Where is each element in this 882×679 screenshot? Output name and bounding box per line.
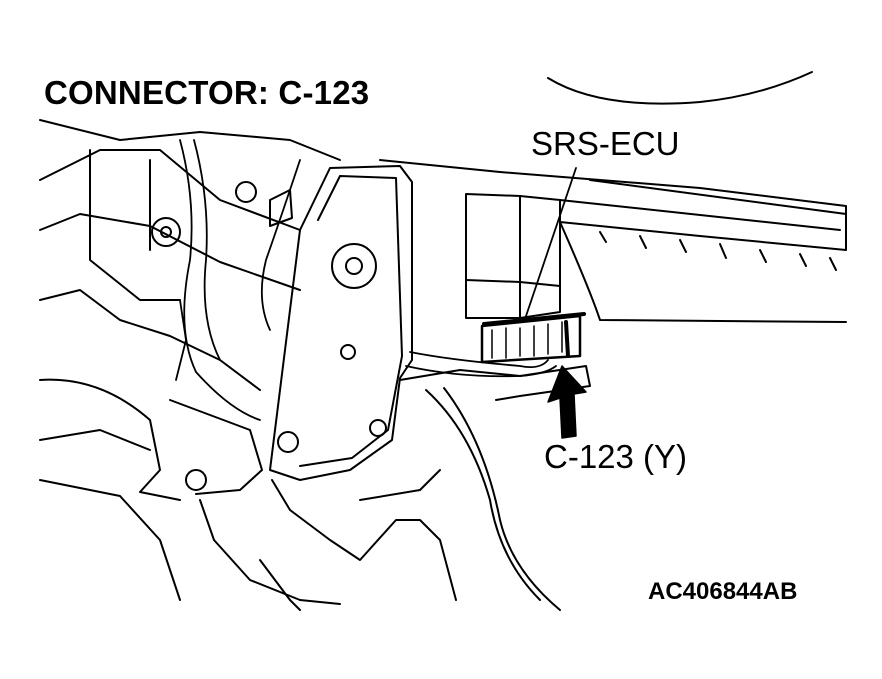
figure-code: AC406844AB: [648, 578, 798, 605]
dash-panel: [379, 159, 847, 323]
srs-ecu-label: SRS-ECU: [531, 125, 680, 162]
srs-ecu-unit: [465, 193, 561, 319]
dashboard-edge: [547, 71, 813, 105]
pointer-arrow-icon: [547, 365, 587, 439]
connector-label: C-123 (Y): [544, 438, 688, 475]
wiring-harness: [175, 139, 557, 421]
left-structure: [39, 119, 341, 501]
connector-c-123: [480, 312, 586, 364]
connector-title: CONNECTOR: C-123: [44, 74, 370, 111]
center-bracket: [269, 165, 413, 481]
floor-tunnel: [39, 365, 591, 611]
srs-ecu-leader: [523, 167, 577, 323]
